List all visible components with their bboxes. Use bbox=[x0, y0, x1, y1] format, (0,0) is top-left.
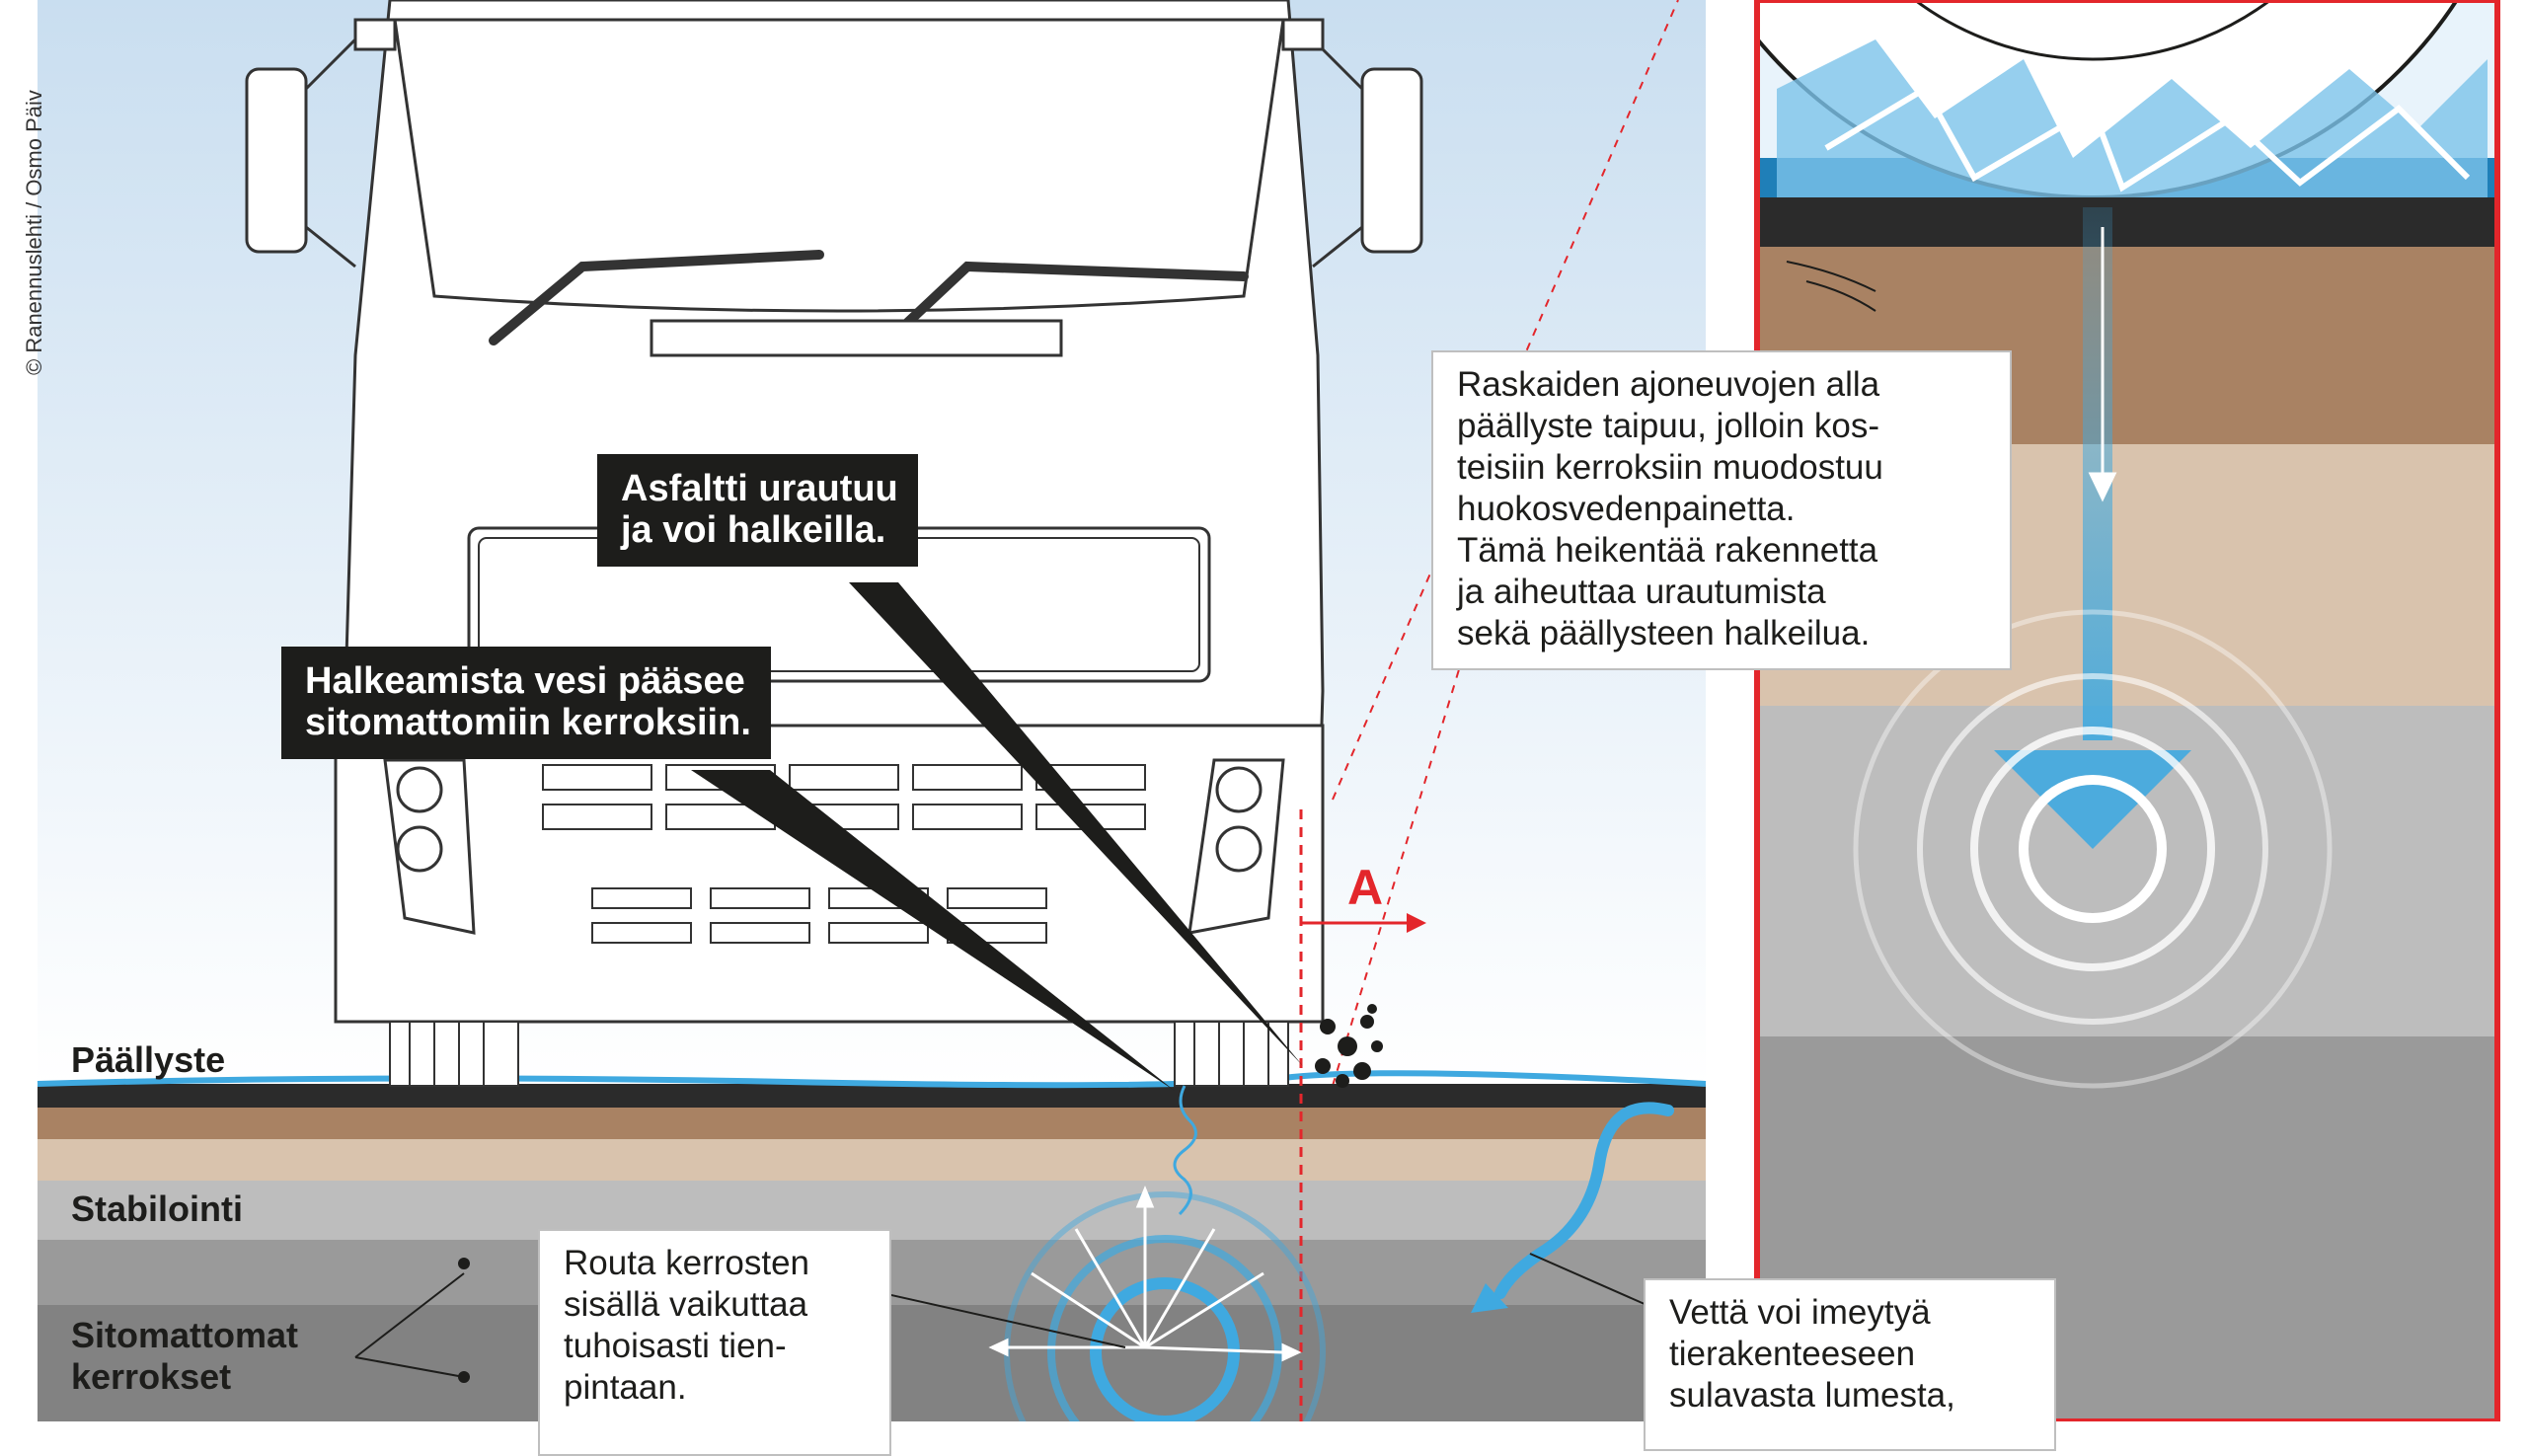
credit-text: © Ranennuslehti / Osmo Päiv bbox=[22, 90, 46, 375]
leader-rutting bbox=[849, 582, 1303, 1066]
truck-windshield bbox=[393, 18, 1285, 313]
callout-heavy-vehicles: Raskaiden ajoneuvojen alla päällyste tai… bbox=[1431, 350, 2012, 670]
detail-frame bbox=[1754, 0, 2500, 1421]
asphalt-debris bbox=[1315, 1004, 1383, 1088]
leader-cracks bbox=[691, 770, 1175, 1091]
truck-mirror-right bbox=[1360, 67, 1423, 254]
road-structure-illustration bbox=[37, 0, 2500, 1421]
detail-asphalt bbox=[1757, 197, 2497, 247]
deformation-lines bbox=[1786, 261, 1876, 312]
section-arrow bbox=[1301, 913, 1426, 933]
cross-section-detail bbox=[1757, 0, 2497, 1421]
surface-water-film bbox=[37, 1070, 1707, 1089]
label-surface: Päällyste bbox=[71, 1039, 226, 1080]
base-layer-brown bbox=[38, 1108, 1706, 1139]
label-unbound: Sitomattomat kerrokset bbox=[71, 1315, 299, 1397]
crack-water-path bbox=[1173, 1085, 1197, 1216]
frost-force-arrows bbox=[988, 1186, 1302, 1362]
truck-wheels bbox=[389, 1021, 1289, 1087]
callout-cracks-water: Halkeamista vesi pääsee sitomattomiin ke… bbox=[281, 647, 771, 759]
base-layer-tan bbox=[38, 1139, 1706, 1181]
section-marker-A: A bbox=[1347, 860, 1384, 915]
truck-mirror-left bbox=[245, 67, 308, 254]
callout-meltwater: Vettä voi imeytyä tierakenteeseen sulava… bbox=[1644, 1278, 2056, 1451]
callout-rutting: Asfaltti urautuu ja voi halkeilla. bbox=[597, 454, 918, 567]
surface-layer bbox=[38, 1084, 1706, 1108]
projection-line-upper bbox=[1332, 0, 1679, 801]
meltwater-arrow bbox=[1494, 1102, 1674, 1299]
wiper-left bbox=[489, 250, 824, 345]
callout-leaders bbox=[691, 582, 1303, 1091]
truck-visor-strip bbox=[650, 319, 1063, 357]
label-stabilization: Stabilointi bbox=[71, 1188, 243, 1229]
callout-frost: Routa kerrosten sisällä vaikuttaa tuhois… bbox=[538, 1229, 891, 1456]
water-down-arrow bbox=[1994, 750, 2191, 849]
frost-rings-right bbox=[1853, 609, 2333, 1089]
wiper-right bbox=[883, 261, 1249, 345]
